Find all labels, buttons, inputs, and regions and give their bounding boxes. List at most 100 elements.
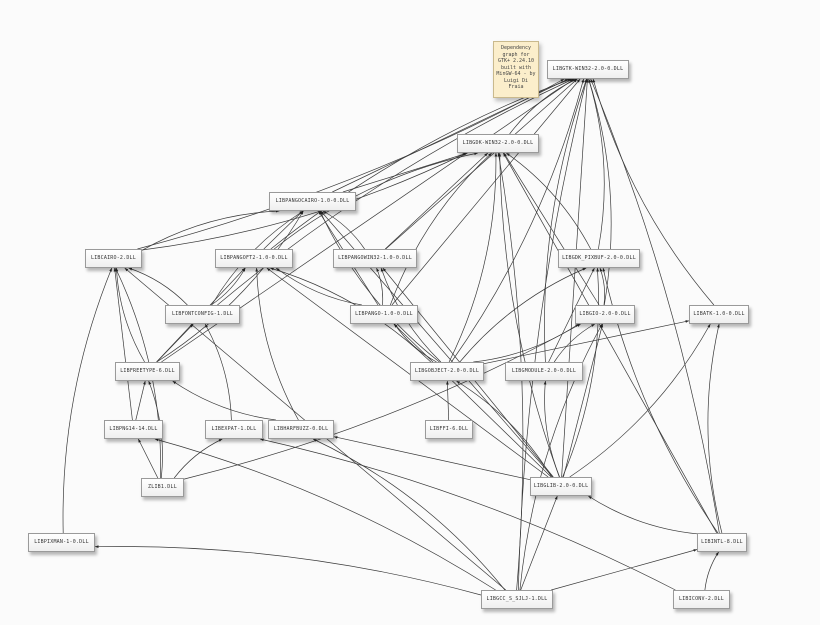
dependency-edge <box>156 210 304 363</box>
dependency-edge <box>113 267 133 421</box>
dependency-edge <box>255 267 299 421</box>
dependency-edge <box>506 152 592 250</box>
dependency-edge <box>502 152 718 534</box>
node-libcairo: LIBCAIRO-2.DLL <box>85 249 142 268</box>
node-label: LIBFREETYPE-6.DLL <box>120 368 175 374</box>
dependency-edge <box>459 267 587 363</box>
dependency-edge <box>273 152 478 250</box>
node-libexpat: LIBEXPAT-1.DLL <box>205 420 263 439</box>
dependency-edge <box>544 78 587 363</box>
dependency-edge <box>446 380 450 421</box>
dependency-edge <box>385 78 578 250</box>
dependency-edge <box>172 380 276 421</box>
node-libpixman: LIBPIXMAN-1-0.DLL <box>28 533 95 552</box>
dependency-edge <box>62 267 113 534</box>
node-label: LIBGDK_PIXBUF-2.0-0.DLL <box>562 255 636 261</box>
dependency-edge <box>260 438 676 591</box>
dependency-edge <box>322 210 365 250</box>
dependency-edge <box>141 209 280 251</box>
node-libgmodule: LIBGMODULE-2.0-0.DLL <box>505 362 583 381</box>
node-label: LIBGTK-WIN32-2.0-0.DLL <box>552 66 624 72</box>
node-libpangocairo: LIBPANGOCAIRO-1.0-0.DLL <box>269 192 356 211</box>
dependency-edge <box>319 210 440 363</box>
dependency-edge <box>173 438 223 479</box>
node-label: ZLIB1.DLL <box>148 484 177 490</box>
node-libgdk-win32: LIBGDK-WIN32-2.0-0.DLL <box>457 134 539 153</box>
dependency-edge <box>333 436 531 481</box>
node-libgtk-win32: LIBGTK-WIN32-2.0-0.DLL <box>547 60 629 79</box>
graph-caption-note: Dependency graph for GTK+ 2.24.10 built … <box>493 41 539 98</box>
dependency-edge <box>473 323 579 363</box>
dependency-edge <box>543 380 560 478</box>
dependency-edge <box>270 78 572 250</box>
node-label: LIBPANGOCAIRO-1.0-0.DLL <box>275 198 350 204</box>
dependency-edge <box>376 267 384 306</box>
dependency-edge <box>590 78 720 534</box>
dependency-edge <box>519 323 603 591</box>
dependency-edge <box>141 152 467 251</box>
dependency-edge <box>137 78 565 250</box>
node-label: LIBATK-1.0-0.DLL <box>693 311 745 317</box>
node-label: LIBGOBJECT-2.0-0.DLL <box>414 368 480 374</box>
node-libgobject: LIBGOBJECT-2.0-0.DLL <box>410 362 484 381</box>
dependency-edge <box>592 78 715 306</box>
node-label: LIBGCC_S_SJLJ-1.DLL <box>486 596 548 602</box>
dependency-edge <box>266 267 549 478</box>
dependency-edge <box>503 152 600 306</box>
node-label: LIBPNG14-14.DLL <box>109 426 158 432</box>
dependency-edge <box>588 495 698 535</box>
node-label: LIBFONTCONFIG-1.DLL <box>172 311 233 317</box>
node-label: LIBHARFBUZZ-0.DLL <box>273 426 329 432</box>
dependency-edge <box>602 267 719 534</box>
node-label: LIBGLIB-2.0-0.DLL <box>533 483 589 489</box>
dependency-edge <box>394 323 437 363</box>
dependency-edge <box>599 267 605 306</box>
dependency-edge <box>517 78 588 591</box>
node-libatk: LIBATK-1.0-0.DLL <box>689 305 749 324</box>
dependency-edge <box>263 210 304 250</box>
node-label: LIBCAIRO-2.DLL <box>91 255 136 261</box>
dependency-edge <box>115 267 145 363</box>
node-libharfbuzz: LIBHARFBUZZ-0.DLL <box>268 420 334 439</box>
dependency-edge <box>551 549 698 591</box>
dependency-edge <box>520 495 558 591</box>
node-libgio: LIBGIO-2.0-0.DLL <box>575 305 635 324</box>
dependency-edge <box>707 323 723 534</box>
dependency-edge <box>312 438 506 591</box>
node-libpng14: LIBPNG14-14.DLL <box>104 420 163 439</box>
node-libfontconfig: LIBFONTCONFIG-1.DLL <box>165 305 240 324</box>
node-label: LIBGIO-2.0-0.DLL <box>579 311 631 317</box>
node-label: LIBEXPAT-1.DLL <box>211 426 257 432</box>
dependency-edge <box>563 323 604 478</box>
dependency-edge <box>217 78 574 306</box>
dependency-edge <box>128 267 188 306</box>
node-libglib: LIBGLIB-2.0-0.DLL <box>530 477 592 496</box>
node-label: LIBPANGOFT2-1.0-0.DLL <box>220 255 288 261</box>
dependency-edge <box>135 380 146 421</box>
node-libgcc-s-sjlj: LIBGCC_S_SJLJ-1.DLL <box>481 590 553 609</box>
dependency-edge <box>483 320 690 365</box>
node-libffi: LIBFFI-6.DLL <box>425 420 473 439</box>
dependency-edge <box>704 551 719 591</box>
node-libintl: LIBINTL-8.DLL <box>697 533 747 552</box>
dependency-edge <box>548 267 595 363</box>
node-label: LIBPANGO-1.0-0.DLL <box>355 311 413 317</box>
dependency-edge <box>156 323 194 363</box>
node-label: LIBPANGOWIN32-1.0-0.DLL <box>338 255 412 261</box>
dependency-edge <box>456 380 552 478</box>
node-label: LIBPIXMAN-1-0.DLL <box>34 539 89 545</box>
node-zlib1: ZLIB1.DLL <box>141 478 184 497</box>
node-libpangowin32: LIBPANGOWIN32-1.0-0.DLL <box>333 249 417 268</box>
dependency-edge <box>498 152 560 478</box>
dependency-edge <box>211 267 246 306</box>
dependency-edge <box>451 78 585 363</box>
node-libfreetype: LIBFREETYPE-6.DLL <box>115 362 180 381</box>
dependency-edge <box>94 545 482 596</box>
dependency-edge <box>391 78 581 306</box>
node-label: LIBGDK-WIN32-2.0-0.DLL <box>462 140 534 146</box>
node-label: LIBICONV-2.DLL <box>679 596 724 602</box>
node-libpangoft2: LIBPANGOFT2-1.0-0.DLL <box>215 249 293 268</box>
node-label: LIBINTL-8.DLL <box>701 539 743 545</box>
dependency-edge <box>553 323 595 363</box>
